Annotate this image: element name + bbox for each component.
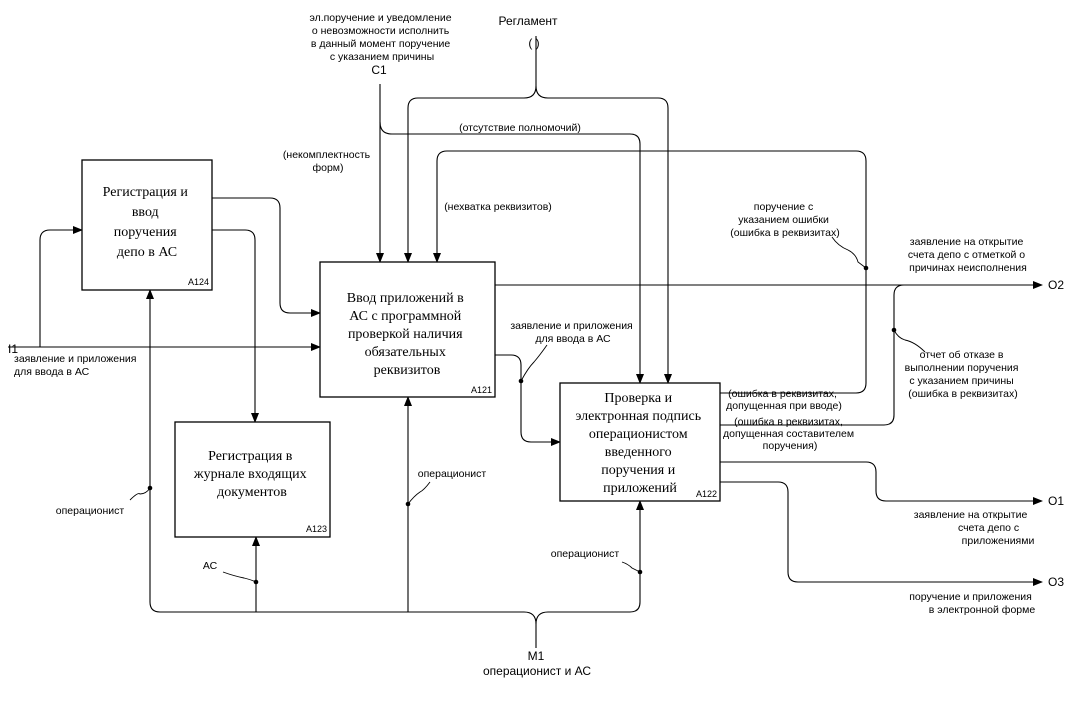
arrow-a122-to-o3 <box>720 481 1043 586</box>
label-operator-a122: операционист <box>551 548 620 560</box>
arrow-a122-otchet-to-o2 <box>720 284 910 426</box>
a122-number: A122 <box>696 489 717 499</box>
arrow-a124-to-a123 <box>212 229 259 423</box>
a123-title-line: Регистрация в <box>208 449 293 464</box>
svg-text:Регистрация в журнале вх: Регистрация в журнале входящих документо… <box>193 449 310 500</box>
label-nekompl: (некомплектность форм) <box>283 149 373 174</box>
code-i1: I1 <box>8 342 18 356</box>
a122-title-line: введенного <box>605 445 672 460</box>
svg-text:Проверка и электронная п: Проверка и электронная подпись операцион… <box>575 391 704 496</box>
arrow-a122-to-o1 <box>720 461 1043 505</box>
label-reglament: Регламент <box>499 14 558 28</box>
squiggle-app-input <box>520 344 548 382</box>
arrow-reglament-to-a122 <box>535 85 672 384</box>
a122-title-line: операционистом <box>589 427 688 442</box>
code-o3: O3 <box>1048 575 1064 589</box>
a124-title-line: депо в АС <box>117 245 177 260</box>
squiggle-operator-a122 <box>621 561 641 573</box>
label-m1-text: операционист и АС <box>483 664 591 678</box>
label-app-input: заявление и приложения для ввода в АС <box>510 320 635 345</box>
squiggle-otchet <box>893 329 926 353</box>
labels: эл.поручение и уведомление о невозможнос… <box>8 12 1064 678</box>
code-c1: C1 <box>371 63 387 77</box>
arrow-m1-to-a122 <box>535 500 644 625</box>
a121-title-line: АС с программной <box>349 309 462 324</box>
label-nehvatka: (нехватка реквизитов) <box>444 201 552 213</box>
label-otchet: отчет об отказе в выполнении поручения с… <box>905 349 1022 400</box>
squiggle-operator-left <box>129 487 151 501</box>
box-a124[interactable]: Регистрация и ввод поручения депо в АС A… <box>81 159 213 291</box>
dot-operator-left <box>147 485 153 491</box>
a122-title-line: электронная подпись <box>575 409 701 424</box>
label-otsutstvie: (отсутствие полномочий) <box>459 122 581 134</box>
a121-title-line: проверкой наличия <box>348 327 463 342</box>
a124-number: A124 <box>188 277 209 287</box>
arrow-a124-to-a121 <box>212 197 321 317</box>
a124-title-line: Регистрация и <box>103 185 189 200</box>
label-err-input: (ошибка в реквизитах, допущенная при вво… <box>726 388 842 412</box>
a122-title-line: Проверка и <box>604 391 672 406</box>
code-o1: O1 <box>1048 494 1064 508</box>
squiggle-poruchenie <box>831 236 867 269</box>
a123-title-line: журнале входящих <box>193 467 307 482</box>
a123-number: A123 <box>306 524 327 534</box>
squiggle-operator-a121 <box>407 481 431 505</box>
dot-otchet <box>891 327 897 333</box>
arrow-feedback-nehvatka <box>433 150 867 394</box>
label-operator-left: операционист <box>56 505 125 517</box>
label-operator-a121: операционист <box>418 468 487 480</box>
arrow-c1-to-a122 <box>379 121 644 384</box>
a123-title-line: документов <box>217 485 287 500</box>
code-o2: O2 <box>1048 278 1064 292</box>
arrow-reglament-stem <box>404 36 537 263</box>
box-a123[interactable]: Регистрация в журнале входящих документо… <box>174 421 331 538</box>
a121-number: A121 <box>471 385 492 395</box>
label-err-author: (ошибка в реквизитах, допущенная состави… <box>723 416 857 452</box>
label-c1-text: эл.поручение и уведомление о невозможнос… <box>309 12 454 63</box>
label-o1-text: заявление на открытие счета депо с прило… <box>914 509 1035 547</box>
svg-text:Регистрация и ввод: Регистрация и ввод поручения депо в АС <box>103 185 192 260</box>
dot-app-input <box>518 378 524 384</box>
a122-title-line: приложений <box>603 481 677 496</box>
squiggle-as <box>222 571 257 583</box>
label-reglament-parens: ( ) <box>528 36 539 50</box>
label-i1-text: заявление и приложения для ввода в АС <box>14 353 139 378</box>
a124-title-line: ввод <box>132 205 159 220</box>
dot-operator-a122 <box>637 569 643 575</box>
arrow-i1-to-a124 <box>39 226 83 348</box>
label-poruchenie-oshibka: поручение с указанием ошибки (ошибка в р… <box>730 201 839 239</box>
label-o2-text: заявление на открытие счета депо с отмет… <box>908 236 1028 274</box>
dot-as <box>253 579 259 585</box>
arrows <box>8 36 1043 648</box>
dot-operator-a121 <box>405 501 411 507</box>
code-m1: M1 <box>528 649 545 663</box>
a122-title-line: поручения и <box>601 463 675 478</box>
box-a122[interactable]: Проверка и электронная подпись операцион… <box>559 382 721 502</box>
arrow-a121-to-a122 <box>495 354 561 446</box>
svg-text:Ввод приложений в АС с: Ввод приложений в АС с программной прове… <box>347 291 467 378</box>
label-connectors <box>129 236 926 585</box>
label-as: АС <box>203 560 218 572</box>
arrow-m1-stem <box>146 289 537 648</box>
a121-title-line: Ввод приложений в <box>347 291 464 306</box>
box-a121[interactable]: Ввод приложений в АС с программной прове… <box>319 261 496 398</box>
a124-title-line: поручения <box>114 225 178 240</box>
dot-poruchenie <box>863 265 869 271</box>
a121-title-line: реквизитов <box>374 363 441 378</box>
label-o3-text: поручение и приложения в электронной фор… <box>909 591 1035 616</box>
a121-title-line: обязательных <box>365 345 446 360</box>
